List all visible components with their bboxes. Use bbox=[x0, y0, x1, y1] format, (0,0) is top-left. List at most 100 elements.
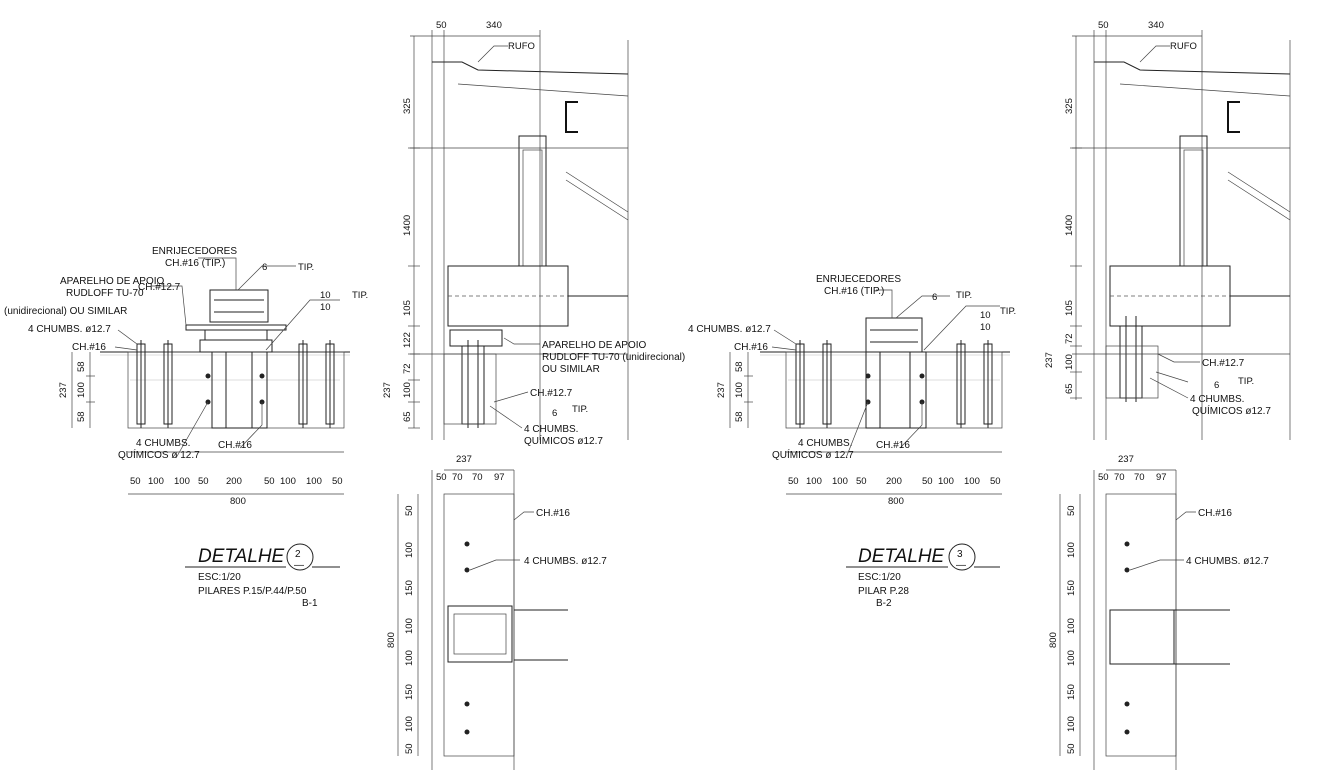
p3-label-ch16: CH.#16 bbox=[1198, 508, 1232, 519]
d2-dim-58a: 58 bbox=[76, 361, 87, 372]
p3-ldim-4: 100 bbox=[1066, 650, 1077, 666]
d2-dim-800: 800 bbox=[230, 496, 246, 507]
d3-dim-58b: 58 bbox=[734, 411, 745, 422]
d2-title-dash: — bbox=[294, 560, 304, 571]
d2-bdim-2: 100 bbox=[174, 476, 190, 487]
s3-dim-65: 65 bbox=[1064, 383, 1075, 394]
d2-label-ch16-tip: CH.#16 (TIP.) bbox=[165, 258, 225, 269]
s3-dim-100: 100 bbox=[1064, 354, 1075, 370]
p3-ldim-1: 100 bbox=[1066, 542, 1077, 558]
s2-dim-325: 325 bbox=[402, 98, 413, 114]
s3-label-chumbs-b: QUÍMICOS ø12.7 bbox=[1192, 404, 1271, 417]
d3-label-chumbs-b: QUÍMICOS ø 12.7 bbox=[772, 448, 854, 461]
s2-dim-65: 65 bbox=[402, 411, 413, 422]
s2-dim-237: 237 bbox=[382, 382, 393, 398]
detail-3-title-block: DETALHE 3 — ESC:1/20 PILAR P.28 B-2 bbox=[846, 543, 1000, 609]
d3-title: DETALHE bbox=[858, 546, 945, 567]
d3-dim-800: 800 bbox=[888, 496, 904, 507]
s2-label-aparelho-3: OU SIMILAR bbox=[542, 364, 600, 375]
p2-ldim-4: 100 bbox=[404, 650, 415, 666]
detail-3-elevation bbox=[729, 289, 1010, 495]
s3-label-chumbs-a: 4 CHUMBS. bbox=[1190, 394, 1244, 405]
p2-ldim-1: 100 bbox=[404, 542, 415, 558]
p3-dim-237: 237 bbox=[1118, 454, 1134, 465]
s3-label-ch127: CH.#12.7 bbox=[1202, 358, 1245, 369]
d2-bottom-dims: 50 100 100 50 200 50 100 100 50 bbox=[130, 476, 343, 487]
s3-dim-237: 237 bbox=[1044, 352, 1055, 368]
p2-dim-800: 800 bbox=[386, 632, 397, 648]
p3-dim-800: 800 bbox=[1048, 632, 1059, 648]
p2-ldim-3: 100 bbox=[404, 618, 415, 634]
s2-dim-100: 100 bbox=[402, 382, 413, 398]
d2-weld-10a: 10 bbox=[320, 290, 331, 301]
p3-tdim-0: 50 bbox=[1098, 472, 1109, 483]
p2-ldim-0: 50 bbox=[404, 505, 415, 516]
p3-tdim-2: 70 bbox=[1134, 472, 1145, 483]
p2-label-4chumbs: 4 CHUMBS. ø12.7 bbox=[524, 556, 607, 567]
p2-tdim-2: 70 bbox=[472, 472, 483, 483]
p2-top-dims: 50 70 70 97 bbox=[436, 472, 505, 483]
d3-scale: ESC:1/20 bbox=[858, 572, 901, 583]
p2-label-ch16: CH.#16 bbox=[536, 508, 570, 519]
p2-dim-237: 237 bbox=[456, 454, 472, 465]
d3-weld-10b: 10 bbox=[980, 322, 991, 333]
d2-weld-tip-2: TIP. bbox=[352, 290, 368, 301]
s3-rufo: RUFO bbox=[1170, 41, 1197, 52]
s2-label-chumbs-b: QUÍMICOS ø12.7 bbox=[524, 434, 603, 447]
s2-label-aparelho-2: RUDLOFF TU-70 (unidirecional) bbox=[542, 352, 685, 363]
d3-bdim-4: 200 bbox=[886, 476, 902, 487]
s3-weld-tip: TIP. bbox=[1238, 376, 1254, 387]
d2-bdim-0: 50 bbox=[130, 476, 141, 487]
d3-ref: B-2 bbox=[876, 598, 892, 609]
d3-bdim-3: 50 bbox=[856, 476, 867, 487]
detail-2-title-block: DETALHE 2 — ESC:1/20 PILARES P.15/P.44/P… bbox=[185, 543, 340, 609]
plan-3 bbox=[1059, 469, 1230, 770]
s2-dim-1400: 1400 bbox=[402, 215, 413, 236]
d3-label-4chumbs: 4 CHUMBS. ø12.7 bbox=[688, 324, 771, 335]
d2-label-aparelho-2: RUDLOFF TU-70 bbox=[66, 288, 144, 299]
p2-ldim-2: 150 bbox=[404, 580, 415, 596]
d2-pilares: PILARES P.15/P.44/P.50 bbox=[198, 586, 307, 597]
d2-bdim-6: 100 bbox=[280, 476, 296, 487]
d2-label-ch16-b: CH.#16 bbox=[218, 440, 252, 451]
d2-label-chumbs-b: QUÍMICOS ø 12.7 bbox=[118, 448, 200, 461]
p2-ldim-6: 100 bbox=[404, 716, 415, 732]
d3-label-ch16-b: CH.#16 bbox=[876, 440, 910, 451]
d3-weld-10a: 10 bbox=[980, 310, 991, 321]
s2-dim-50: 50 bbox=[436, 20, 447, 31]
d2-dim-100: 100 bbox=[76, 382, 87, 398]
p3-ldim-5: 150 bbox=[1066, 684, 1077, 700]
p3-ldim-6: 100 bbox=[1066, 716, 1077, 732]
d2-bdim-4: 200 bbox=[226, 476, 242, 487]
d3-bottom-dims: 50 100 100 50 200 50 100 100 50 bbox=[788, 476, 1001, 487]
d2-weld-6: 6 bbox=[262, 262, 267, 273]
d3-bdim-8: 50 bbox=[990, 476, 1001, 487]
d3-bdim-5: 50 bbox=[922, 476, 933, 487]
d3-pilar: PILAR P.28 bbox=[858, 586, 909, 597]
p3-left-dims: 50 100 150 100 100 150 100 50 bbox=[1066, 505, 1077, 754]
d2-bdim-7: 100 bbox=[306, 476, 322, 487]
d3-weld-tip: TIP. bbox=[956, 290, 972, 301]
d2-label-ch16: CH.#16 bbox=[72, 342, 106, 353]
s3-dim-105: 105 bbox=[1064, 300, 1075, 316]
s3-dim-72: 72 bbox=[1064, 333, 1075, 344]
d3-weld-6: 6 bbox=[932, 292, 937, 303]
p2-tdim-3: 97 bbox=[494, 472, 505, 483]
d3-bdim-1: 100 bbox=[806, 476, 822, 487]
d3-title-num: 3 bbox=[957, 549, 963, 560]
d2-bdim-3: 50 bbox=[198, 476, 209, 487]
d2-title-num: 2 bbox=[295, 549, 301, 560]
plan-2 bbox=[397, 469, 568, 770]
p3-label-4chumbs: 4 CHUMBS. ø12.7 bbox=[1186, 556, 1269, 567]
d3-dim-100: 100 bbox=[734, 382, 745, 398]
s2-dim-105: 105 bbox=[402, 300, 413, 316]
d2-dim-237: 237 bbox=[58, 382, 69, 398]
d2-bdim-1: 100 bbox=[148, 476, 164, 487]
s2-weld-6: 6 bbox=[552, 408, 557, 419]
d3-label-enrijecedores: ENRIJECEDORES bbox=[816, 274, 901, 285]
s3-dim-340: 340 bbox=[1148, 20, 1164, 31]
section-3 bbox=[1070, 30, 1291, 440]
p3-ldim-3: 100 bbox=[1066, 618, 1077, 634]
d3-bdim-7: 100 bbox=[964, 476, 980, 487]
s3-dim-1400: 1400 bbox=[1064, 215, 1075, 236]
